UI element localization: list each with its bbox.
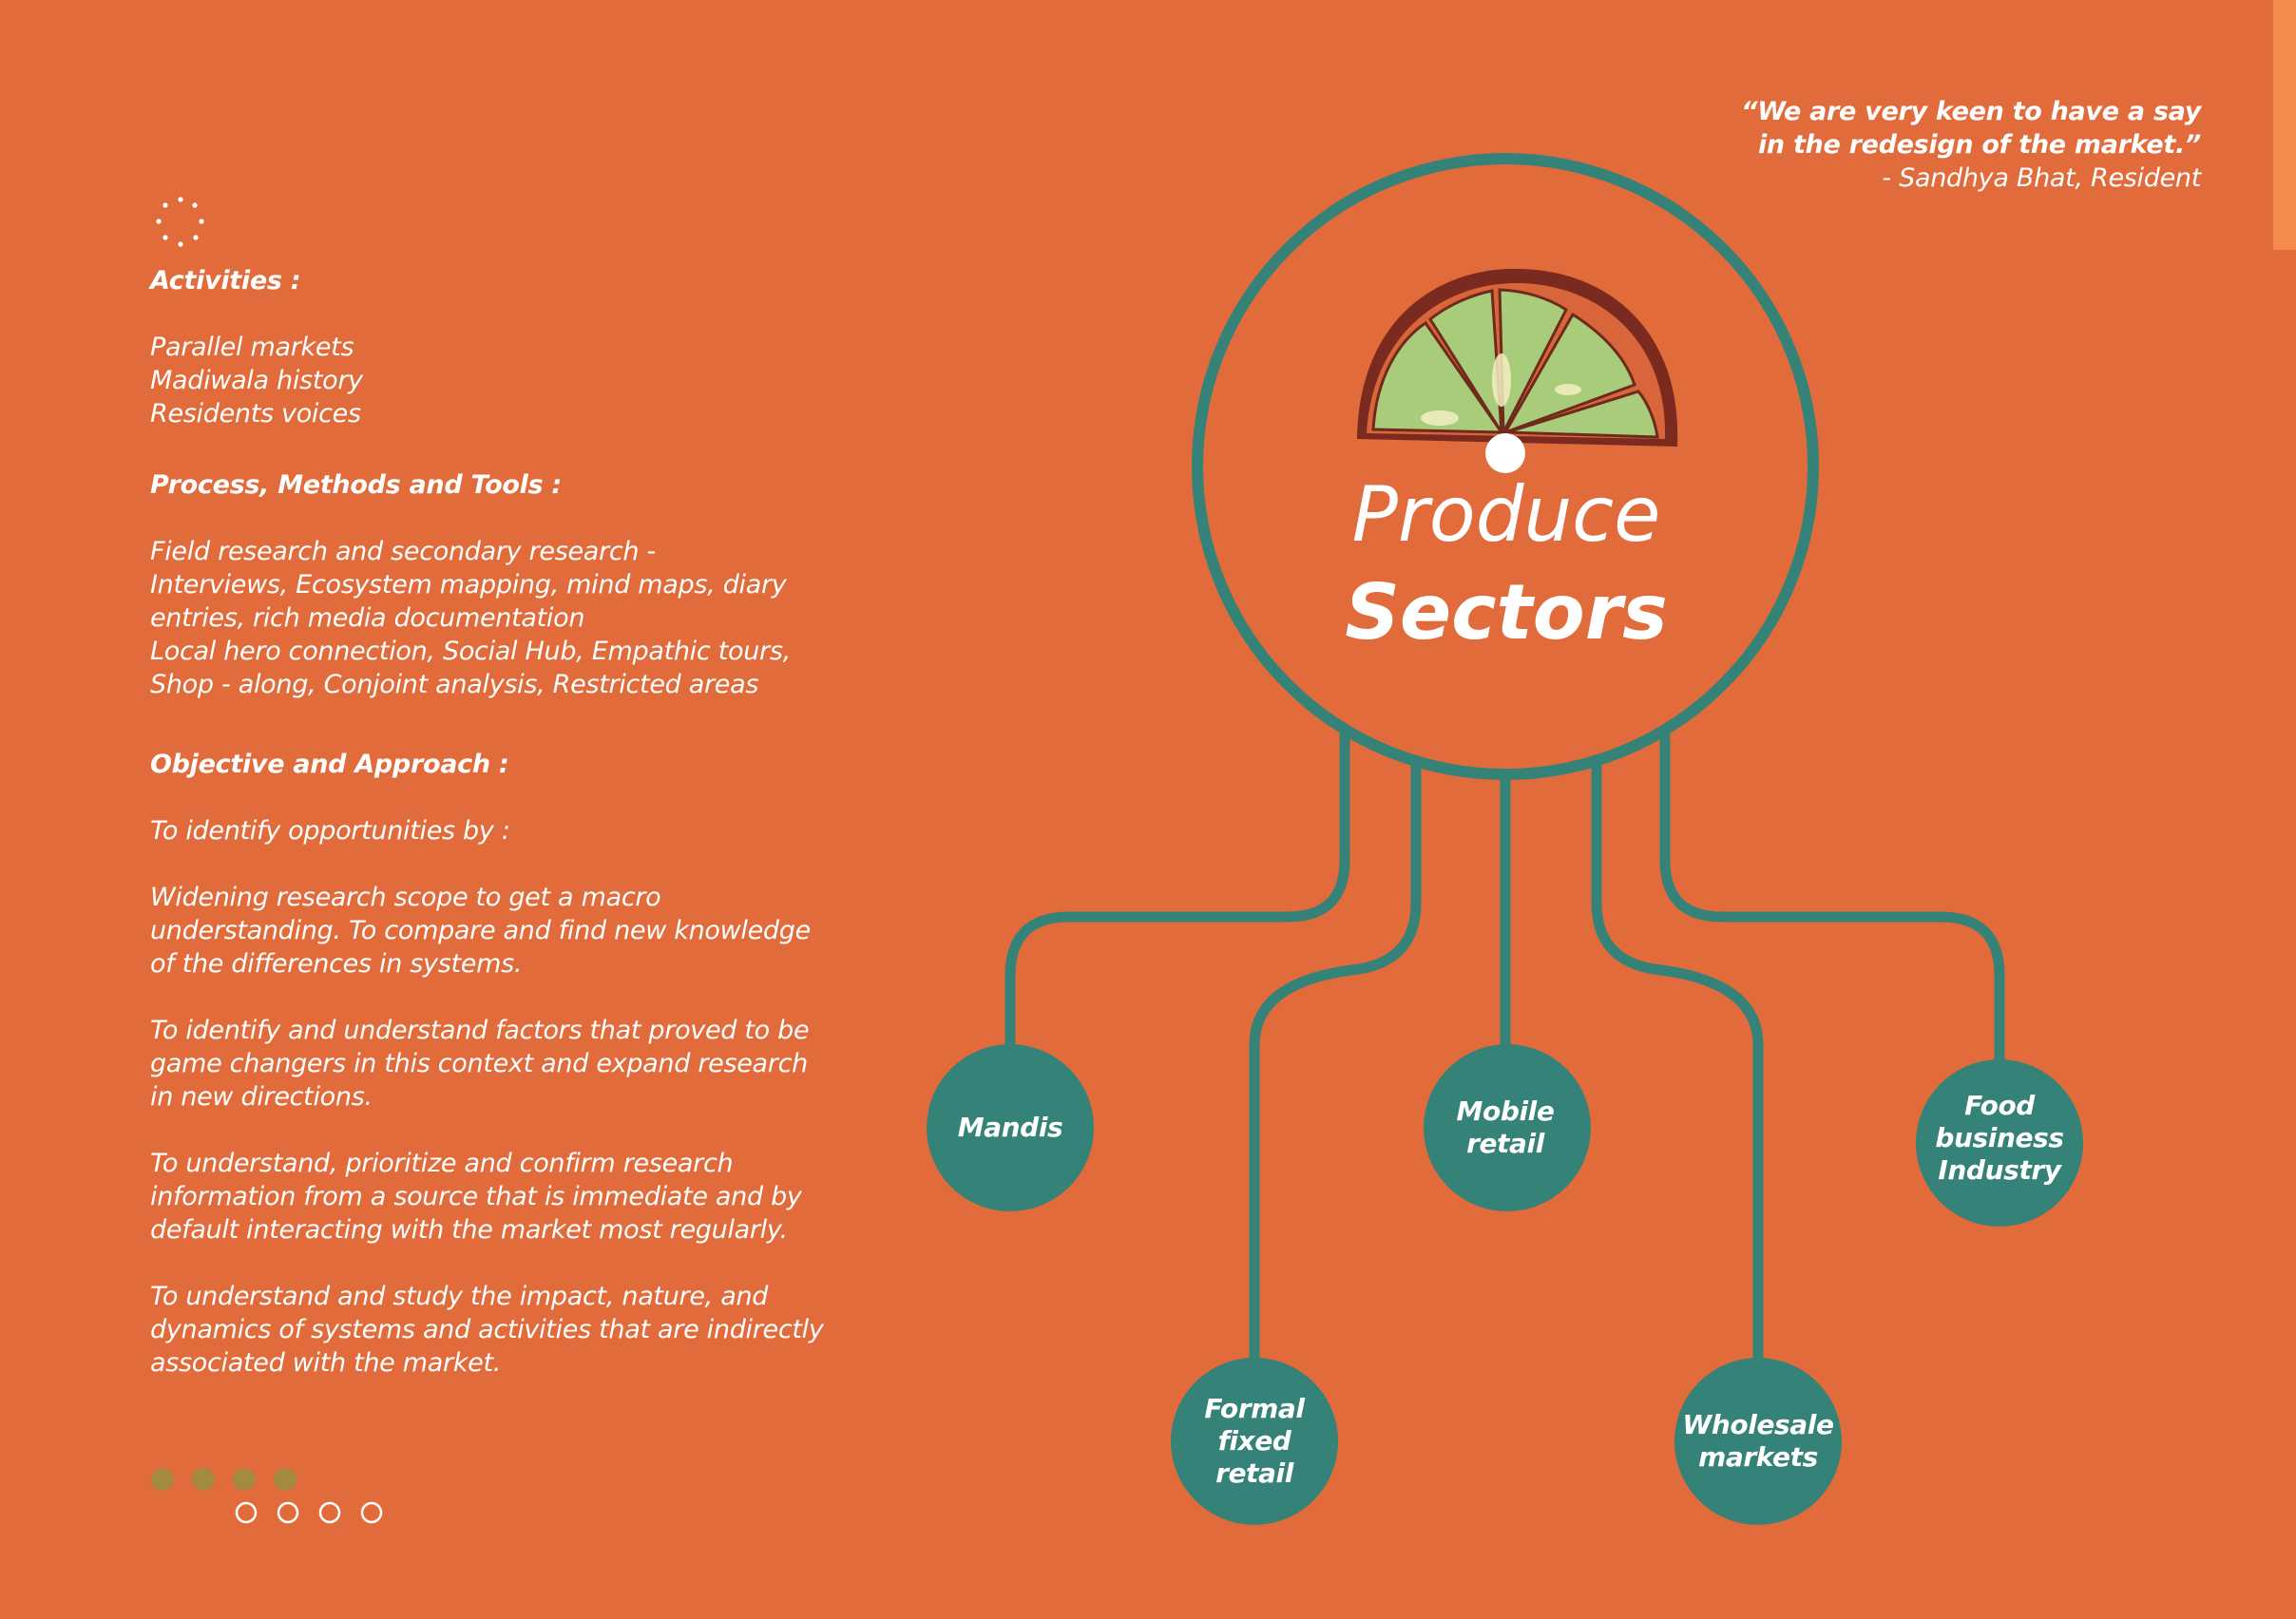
connector-mandis xyxy=(1004,731,1350,1051)
quote-line: “We are very keen to have a say xyxy=(1741,97,2201,126)
objective-line: of the differences in systems. xyxy=(150,949,523,979)
node-label-line: retail xyxy=(1466,1128,1544,1159)
activity-item: Residents voices xyxy=(150,399,361,429)
node-label-mobile: Mobile retail xyxy=(1415,1095,1596,1160)
objective-heading: Objective and Approach : xyxy=(150,750,509,779)
objective-line: information from a source that is immedi… xyxy=(150,1182,802,1211)
process-line: Local hero connection, Social Hub, Empat… xyxy=(150,637,791,666)
objective-line: associated with the market. xyxy=(150,1348,502,1378)
objective-line: game changers in this context and expand… xyxy=(150,1049,808,1078)
objective-line: dynamics of systems and activities that … xyxy=(150,1315,824,1344)
node-circle-formal xyxy=(1171,1358,1338,1525)
node-label-line: fixed xyxy=(1217,1425,1292,1457)
node-label-line: Food xyxy=(1964,1090,2035,1121)
hub-title-line1: Produce xyxy=(1351,470,1661,559)
objective-line: understanding. To compare and find new k… xyxy=(150,916,811,945)
node-label-formal: Formal fixed retail xyxy=(1164,1393,1345,1490)
objective-line: Widening research scope to get a macro xyxy=(150,883,661,912)
activities-heading: Activities : xyxy=(150,266,301,295)
node-label-line: Industry xyxy=(1938,1154,2061,1186)
process-line: Field research and secondary research - xyxy=(150,537,656,566)
objective-line: default interacting with the market most… xyxy=(150,1215,788,1245)
objective-line: To identify and understand factors that … xyxy=(150,1016,810,1045)
activity-item: Parallel markets xyxy=(150,333,354,362)
node-circle-wholesale xyxy=(1674,1358,1842,1525)
objective-line: To understand and study the impact, natu… xyxy=(150,1282,769,1311)
process-line: entries, rich media documentation xyxy=(150,603,585,633)
node-label-line: Wholesale xyxy=(1682,1409,1834,1440)
process-line: Interviews, Ecosystem mapping, mind maps… xyxy=(150,570,787,600)
node-label-line: retail xyxy=(1215,1457,1293,1489)
node-label-line: Mandis xyxy=(957,1112,1063,1143)
lime-slice-icon xyxy=(1357,268,1678,473)
quote-line: in the redesign of the market.” xyxy=(1757,130,2201,160)
node-label-food: Food business Industry xyxy=(1909,1090,2090,1187)
edge-accent-strip xyxy=(2273,0,2296,250)
node-label-line: Formal xyxy=(1204,1393,1305,1424)
node-circle-food xyxy=(1916,1059,2083,1227)
objective-intro: To identify opportunities by : xyxy=(150,816,510,846)
pagination-dots-icon xyxy=(151,1468,383,1524)
node-label-line: business xyxy=(1935,1122,2064,1153)
connector-formal xyxy=(1249,754,1422,1364)
connector-food xyxy=(1659,731,2005,1065)
node-label-wholesale: Wholesale markets xyxy=(1668,1409,1848,1474)
left-column: Activities : Parallel markets Madiwala h… xyxy=(150,264,834,1380)
objective-line: in new directions. xyxy=(150,1082,373,1112)
process-line: Shop - along, Conjoint analysis, Restric… xyxy=(150,670,759,699)
node-circle-mobile xyxy=(1424,1044,1591,1211)
node-label-line: markets xyxy=(1698,1441,1818,1473)
hub-title-line2: Sectors xyxy=(1345,568,1668,657)
node-circle-mandis xyxy=(927,1044,1094,1211)
node-label-mandis: Mandis xyxy=(920,1112,1100,1144)
dotted-circle-icon xyxy=(156,197,204,247)
objective-line: To understand, prioritize and confirm re… xyxy=(150,1149,734,1178)
process-heading: Process, Methods and Tools : xyxy=(150,470,562,500)
resident-quote: “We are very keen to have a say in the r… xyxy=(1741,95,2201,195)
quote-attribution: - Sandhya Bhat, Resident xyxy=(1882,163,2201,193)
connector-wholesale xyxy=(1591,754,1764,1364)
node-label-line: Mobile xyxy=(1456,1095,1555,1127)
activity-item: Madiwala history xyxy=(150,366,363,395)
